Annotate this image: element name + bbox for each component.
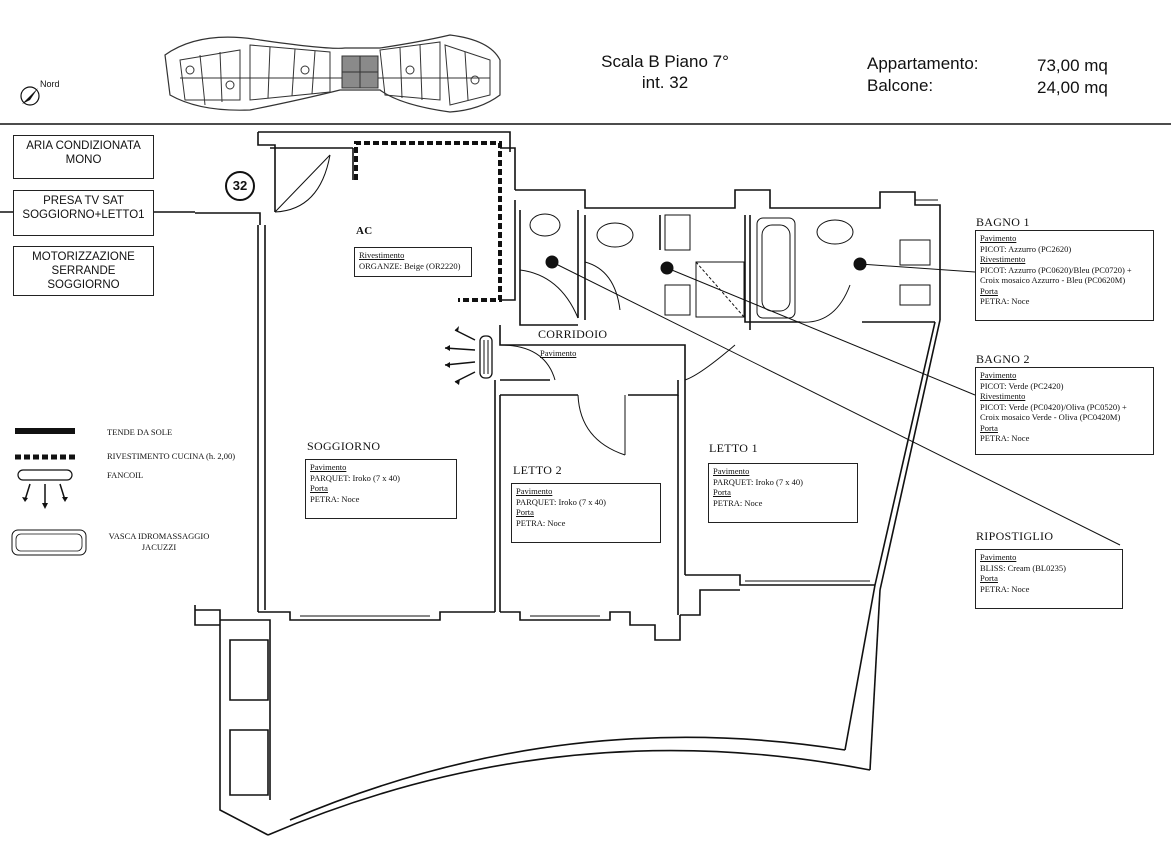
spec-value: PICOT: Verde (PC0420)/Oliva (PC0520) + — [980, 401, 1127, 412]
spec-box-letto1: Pavimento PARQUET: Iroko (7 x 40) Porta … — [708, 463, 858, 523]
spec-value: PARQUET: Iroko (7 x 40) — [310, 472, 400, 483]
key-kitchen-tiles-label: RIVESTIMENTO CUCINA (h. 2,00) — [107, 451, 236, 461]
spec-box-soggiorno: Pavimento PARQUET: Iroko (7 x 40) Porta … — [305, 459, 457, 519]
building-key-plan — [164, 34, 501, 113]
spec-heading: Porta — [310, 483, 328, 493]
legend-line: ARIA CONDIZIONATA — [26, 140, 141, 152]
spec-heading: Pavimento — [980, 370, 1017, 380]
legend-line: SOGGIORNO+LETTO1 — [22, 209, 145, 221]
door-swings — [274, 154, 851, 456]
spec-heading: Porta — [980, 573, 998, 583]
key-tub-line: VASCA IDROMASSAGGIO — [108, 531, 210, 541]
spec-value: PICOT: Azzurro (PC2620) — [980, 243, 1072, 254]
fancoil-icon — [444, 326, 493, 385]
spec-box-letto2: Pavimento PARQUET: Iroko (7 x 40) Porta … — [511, 483, 661, 543]
spec-heading: Porta — [980, 422, 998, 433]
spec-heading: Rivestimento — [359, 250, 405, 260]
spec-heading: Pavimento — [516, 486, 553, 496]
balcony-label: Balcone: — [867, 76, 934, 95]
spec-value: Croix mosaico Verde - Oliva (PC0420M) — [980, 412, 1121, 422]
kitchen-tile-marker — [354, 141, 502, 302]
spec-heading: Rivestimento — [980, 391, 1026, 401]
spec-value: PETRA: Noce — [980, 433, 1030, 443]
spec-value: PETRA: Noce — [713, 497, 763, 508]
bathroom-fixtures — [529, 213, 931, 319]
key-tub-label: VASCA IDROMASSAGGIO JACUZZI — [104, 531, 214, 553]
corridoio-floor-label: Pavimento — [540, 348, 577, 358]
spec-heading: Porta — [516, 507, 534, 517]
room-name-corridoio: CORRIDOIO — [538, 327, 608, 341]
spec-value: PARQUET: Iroko (7 x 40) — [713, 476, 803, 487]
spec-value: PICOT: Verde (PC2420) — [980, 380, 1064, 391]
legend-line: PRESA TV SAT — [43, 195, 124, 207]
legend-box-air-conditioning: ARIA CONDIZIONATA MONO — [13, 135, 154, 179]
spec-box-bagno2: Pavimento PICOT: Verde (PC2420) Rivestim… — [975, 367, 1154, 455]
spec-heading: Pavimento — [713, 466, 750, 476]
apartment-walls — [194, 131, 941, 836]
spec-box-bagno1: Pavimento PICOT: Azzurro (PC2620) Rivest… — [975, 230, 1154, 321]
building-label: Scala B Piano 7° — [601, 52, 729, 71]
spec-heading: Porta — [713, 487, 731, 497]
window-marks — [300, 199, 938, 617]
north-arrow-icon — [20, 86, 40, 106]
room-name-ripostiglio: RIPOSTIGLIO — [976, 529, 1054, 543]
spec-value: PETRA: Noce — [310, 493, 360, 504]
room-name-letto1: LETTO 1 — [709, 441, 758, 455]
area-value: 73,00 mq — [1037, 56, 1108, 75]
key-tub-line: JACUZZI — [141, 542, 177, 552]
spec-value: ORGANZE: Beige (OR2220) — [359, 260, 461, 271]
spec-box-ripostiglio: Pavimento BLISS: Cream (BL0235) Porta PE… — [975, 549, 1123, 609]
spec-heading: Porta — [980, 285, 998, 296]
legend-line: SERRANDE — [51, 265, 116, 277]
room-name-letto2: LETTO 2 — [513, 463, 562, 477]
spec-value: PETRA: Noce — [980, 296, 1030, 306]
spec-heading: Pavimento — [980, 233, 1017, 243]
spec-value: PARQUET: Iroko (7 x 40) — [516, 496, 606, 507]
key-awning-label: TENDE DA SOLE — [107, 427, 173, 437]
spec-heading: Rivestimento — [980, 254, 1026, 264]
north-label: Nord — [40, 79, 60, 89]
spec-value: PETRA: Noce — [980, 583, 1030, 594]
room-name-bagno2: BAGNO 2 — [976, 352, 1030, 366]
spec-heading: Pavimento — [980, 552, 1017, 562]
leader-lines — [545, 255, 1121, 546]
legend-box-motorized-shutters: MOTORIZZAZIONE SERRANDE SOGGIORNO — [13, 246, 154, 296]
balcony-value: 24,00 mq — [1037, 78, 1108, 97]
spec-heading: Pavimento — [310, 462, 347, 472]
legend-line: MONO — [65, 154, 102, 166]
legend-line: SOGGIORNO — [47, 279, 120, 291]
room-name-soggiorno: SOGGIORNO — [307, 439, 381, 453]
spec-value: BLISS: Cream (BL0235) — [980, 562, 1066, 573]
key-fancoil-label: FANCOIL — [107, 470, 144, 480]
legend-box-tv-socket: PRESA TV SAT SOGGIORNO+LETTO1 — [13, 190, 154, 236]
key-graphics — [11, 428, 87, 556]
spec-value: PETRA: Noce — [516, 517, 566, 528]
room-name-bagno1: BAGNO 1 — [976, 215, 1030, 229]
spec-box-ac: Rivestimento ORGANZE: Beige (OR2220) — [354, 247, 472, 277]
spec-value: Croix mosaico Azzurro - Bleu (PC0620M) — [980, 275, 1126, 285]
legend-line: MOTORIZZAZIONE — [32, 251, 135, 263]
area-label: Appartamento: — [867, 54, 979, 73]
apartment-number-badge: 32 — [225, 171, 255, 201]
spec-value: PICOT: Azzurro (PC0620)/Bleu (PC0720) + — [980, 264, 1132, 275]
unit-label: int. 32 — [641, 73, 689, 92]
room-name-ac: AC — [356, 225, 373, 237]
